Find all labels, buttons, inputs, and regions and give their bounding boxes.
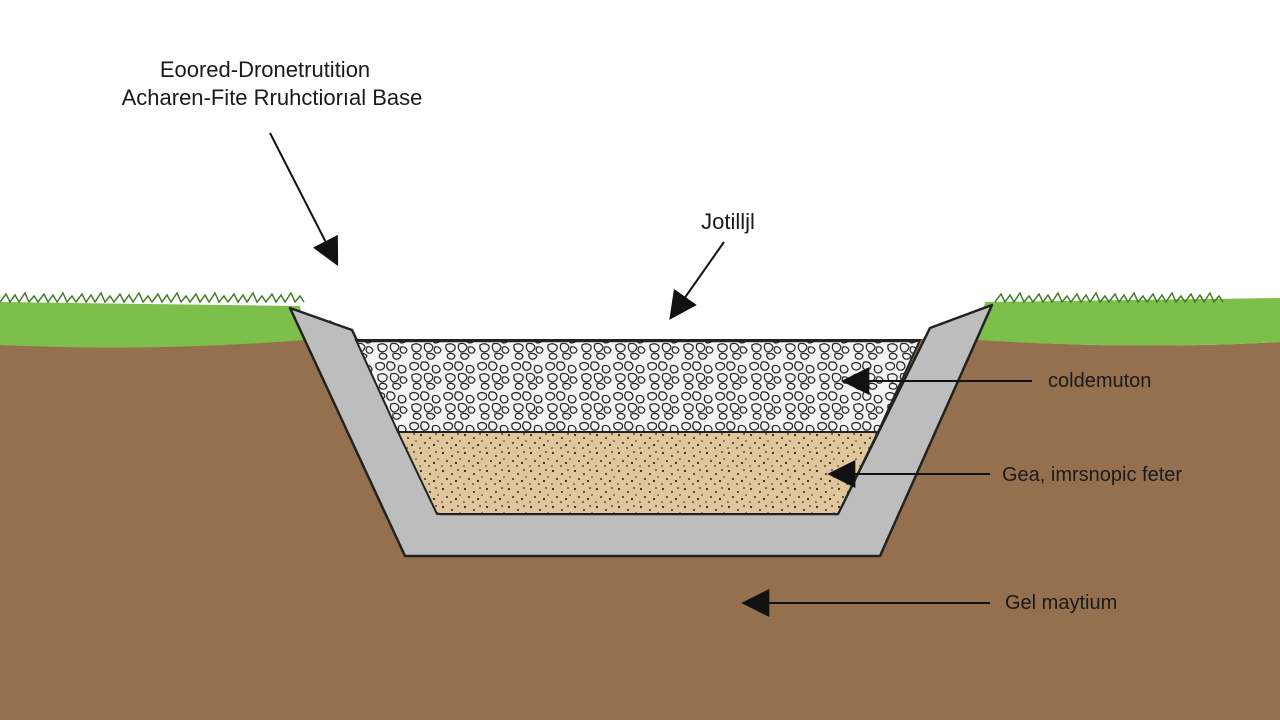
- gravel-layer: [354, 339, 922, 433]
- diagram-title-line1: Eoored-Dronetrutition: [160, 57, 370, 82]
- grass-left: [0, 302, 305, 348]
- diagram-title-line2: Acharen-Fite Rruhctiorıal Base: [122, 85, 423, 110]
- gravel-layer-label: coldemuton: [1048, 370, 1151, 392]
- top-center-arrow: [669, 241, 725, 320]
- grass-left-blades: [0, 291, 305, 304]
- sand-layer-label: Gea, imrsnopic feter: [1002, 464, 1182, 486]
- top-center-label: Jotilljl: [701, 209, 755, 234]
- native-soil-label: Gel maytium: [1005, 592, 1117, 614]
- sand-filter-layer: [396, 431, 880, 515]
- title-arrow: [269, 132, 339, 267]
- grass-right: [978, 298, 1280, 346]
- grass-right-blades: [994, 291, 1224, 304]
